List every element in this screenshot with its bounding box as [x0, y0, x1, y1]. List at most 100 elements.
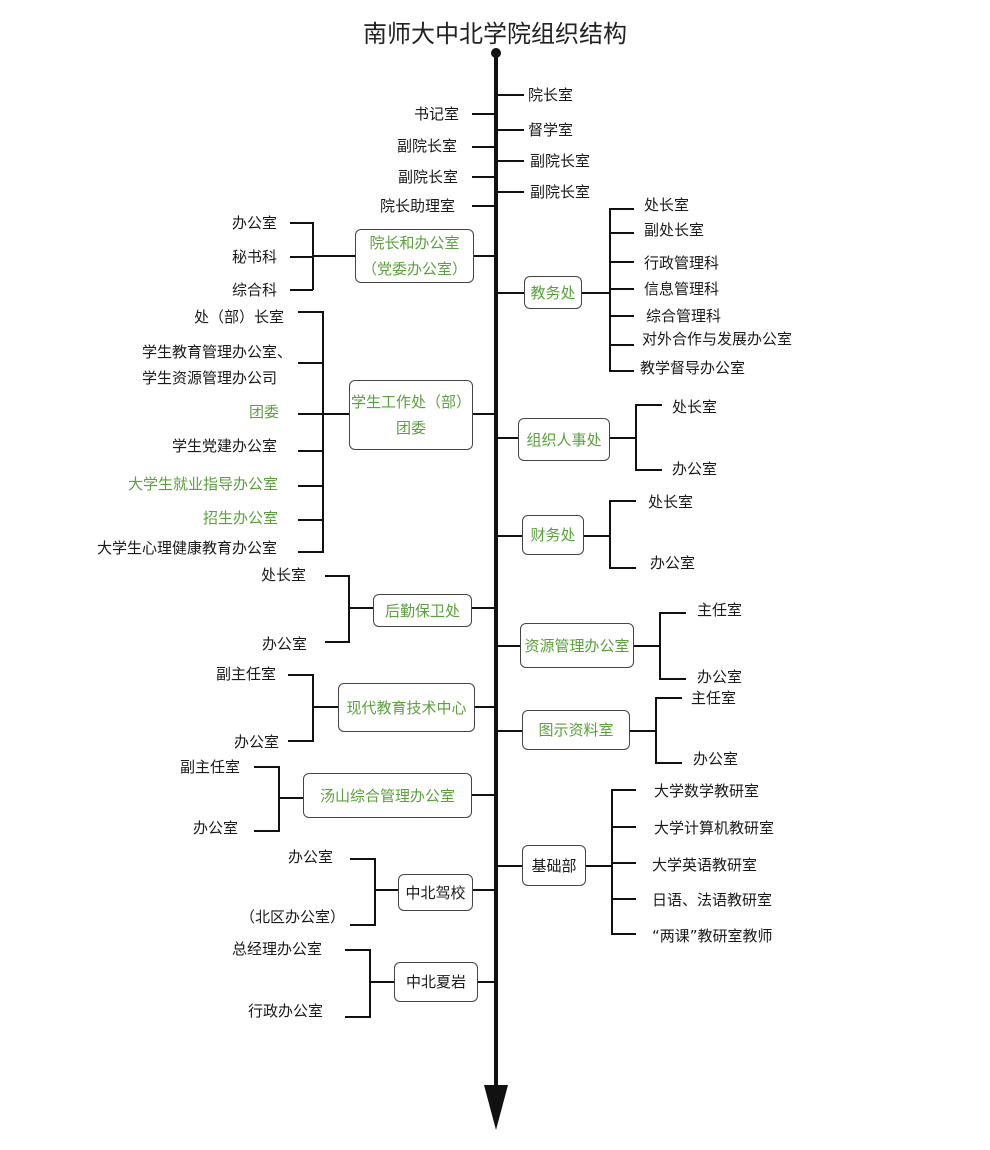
connector-line — [374, 858, 376, 926]
connector-line — [474, 255, 494, 257]
student-affairs-child: 学生资源管理办公司 — [142, 369, 278, 387]
connector-line — [659, 612, 661, 680]
connector-line — [656, 762, 682, 764]
connector-line — [498, 437, 518, 439]
connector-line — [370, 981, 394, 983]
top-left-item: 书记室 — [414, 105, 460, 123]
connector-line — [325, 575, 349, 577]
connector-line — [610, 437, 636, 439]
connector-line — [345, 1016, 370, 1018]
connector-line — [312, 222, 314, 290]
connector-line — [254, 766, 279, 768]
dean-office-line2: （党委办公室） — [361, 260, 467, 278]
connector-line — [312, 674, 314, 742]
student-affairs-line2: 团委 — [395, 419, 426, 437]
connector-line — [472, 146, 494, 148]
academic-affairs-child: 处长室 — [644, 196, 690, 214]
connector-line — [660, 678, 686, 680]
edu-tech-child: 副主任室 — [216, 665, 277, 683]
connector-line — [475, 706, 494, 708]
connector-line — [313, 706, 338, 708]
resources-box: 资源管理办公室 — [520, 623, 634, 668]
connector-line — [473, 889, 494, 891]
connector-line — [348, 575, 350, 643]
connector-line — [612, 862, 636, 864]
student-affairs-child: 学生党建办公室 — [172, 437, 278, 455]
connector-line — [498, 730, 522, 732]
connector-line — [498, 865, 522, 867]
finance-child: 处长室 — [648, 493, 694, 511]
logistics-box: 后勤保卫处 — [373, 594, 472, 627]
academic-affairs-child: 信息管理科 — [644, 280, 720, 298]
connector-line — [298, 413, 323, 415]
connector-line — [610, 344, 634, 346]
connector-line — [630, 730, 656, 732]
library-child: 主任室 — [691, 689, 737, 707]
top-right-item: 院长室 — [528, 86, 574, 104]
connector-line — [369, 949, 371, 1018]
library-child: 办公室 — [693, 750, 739, 768]
connector-line — [350, 924, 375, 926]
academic-affairs-child: 副处长室 — [644, 221, 705, 239]
basic-dept-child: 大学数学教研室 — [654, 782, 760, 800]
connector-line — [498, 94, 524, 96]
connector-line — [298, 519, 323, 521]
connector-line — [290, 222, 313, 224]
connector-line — [612, 826, 636, 828]
driving-school-child: 办公室 — [288, 848, 334, 866]
connector-line — [350, 858, 375, 860]
personnel-box: 组织人事处 — [518, 418, 610, 461]
connector-line — [656, 697, 682, 699]
academic-affairs-child: 行政管理科 — [644, 254, 720, 272]
academic-affairs-child: 对外合作与发展办公室 — [642, 330, 793, 348]
connector-line — [323, 413, 349, 415]
student-affairs-child: 团委 — [249, 403, 280, 421]
resources-child: 办公室 — [697, 668, 743, 686]
student-affairs-child: 学生教育管理办公室、 — [142, 343, 293, 361]
top-right-item: 副院长室 — [530, 183, 591, 201]
connector-line — [634, 645, 660, 647]
connector-line — [298, 485, 323, 487]
connector-line — [298, 362, 323, 364]
connector-line — [298, 311, 323, 313]
spine-line — [494, 53, 498, 1093]
connector-line — [636, 469, 662, 471]
dean-office-child: 办公室 — [232, 214, 278, 232]
dean-office-child: 综合科 — [232, 281, 278, 299]
connector-line — [279, 797, 303, 799]
tangshan-child: 副主任室 — [180, 758, 241, 776]
basic-dept-child: 大学英语教研室 — [652, 856, 758, 874]
connector-line — [609, 500, 611, 569]
connector-line — [478, 981, 494, 983]
connector-line — [322, 311, 324, 553]
connector-line — [609, 208, 611, 372]
connector-line — [610, 208, 634, 210]
connector-line — [582, 292, 610, 294]
student-affairs-child: 招生办公室 — [203, 509, 279, 527]
academic-affairs-child: 综合管理科 — [646, 307, 722, 325]
basic-dept-child: 日语、法语教研室 — [652, 891, 773, 909]
connector-line — [610, 288, 634, 290]
resources-child: 主任室 — [697, 601, 743, 619]
xiayan-box: 中北夏岩 — [394, 962, 478, 1002]
tangshan-box: 汤山综合管理办公室 — [303, 773, 472, 818]
connector-line — [498, 535, 522, 537]
student-affairs-child: 处（部）长室 — [194, 308, 285, 326]
connector-line — [610, 315, 634, 317]
connector-line — [290, 289, 313, 291]
connector-line — [298, 551, 323, 553]
spine-arrowhead-icon — [484, 1085, 508, 1130]
connector-line — [345, 949, 370, 951]
connector-line — [610, 261, 634, 263]
connector-line — [612, 933, 636, 935]
top-left-item: 副院长室 — [398, 168, 459, 186]
finance-child: 办公室 — [650, 554, 696, 572]
driving-school-box: 中北驾校 — [398, 874, 473, 911]
connector-line — [473, 413, 494, 415]
dean-office-child: 秘书科 — [232, 248, 278, 266]
connector-line — [290, 256, 313, 258]
logistics-child: 处长室 — [261, 566, 307, 584]
top-right-item: 督学室 — [528, 121, 574, 139]
finance-box: 财务处 — [522, 515, 584, 555]
logistics-child: 办公室 — [262, 635, 308, 653]
